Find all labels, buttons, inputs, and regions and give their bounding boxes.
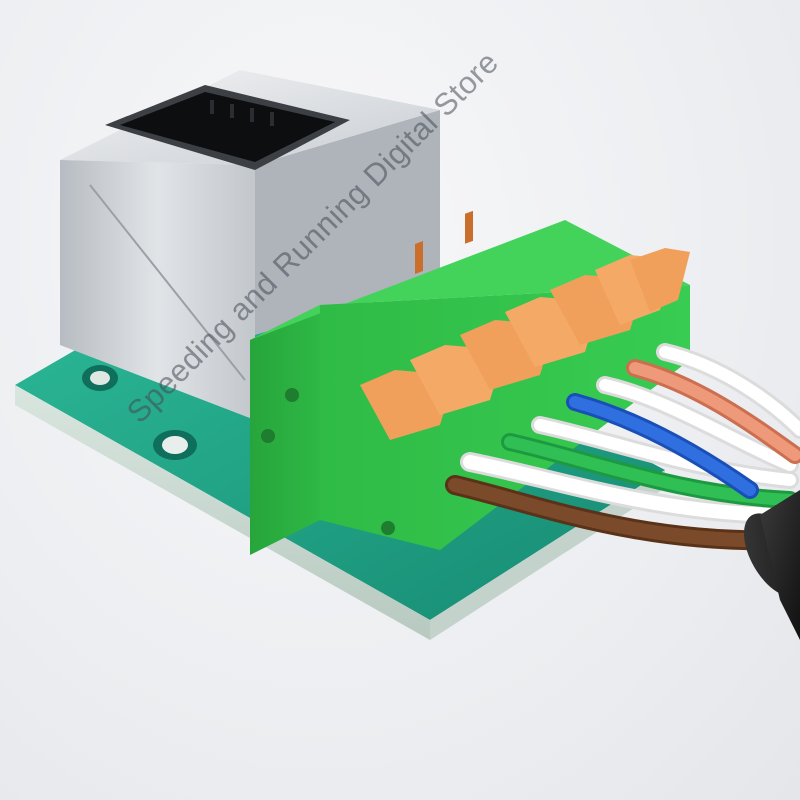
cable-jacket	[744, 490, 800, 640]
terminal-block	[250, 220, 690, 555]
ethernet-wires	[445, 343, 800, 551]
rj45-jack	[60, 70, 440, 420]
terminal-levers	[360, 210, 690, 440]
